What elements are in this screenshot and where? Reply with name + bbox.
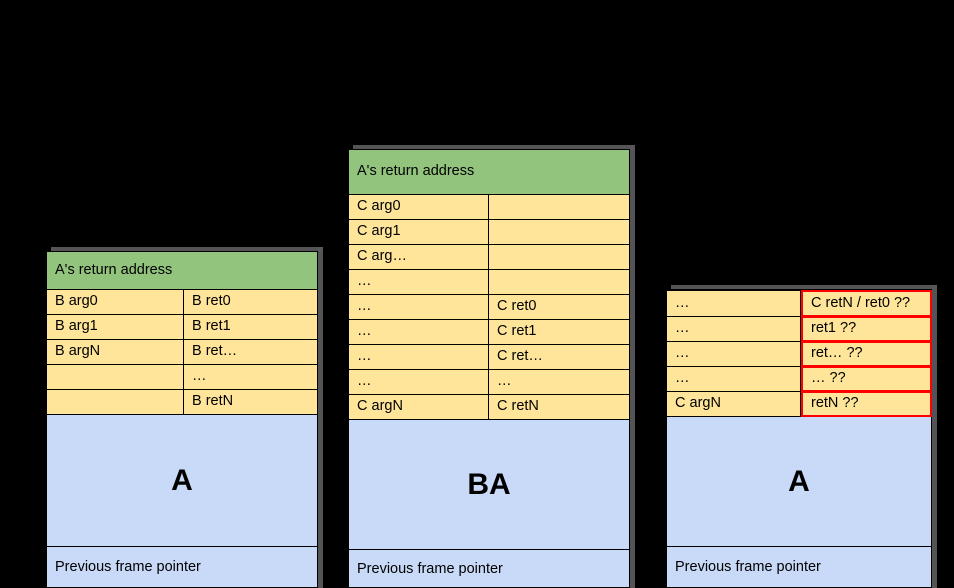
cell-arg: C argN — [349, 395, 489, 419]
cell-ret: B ret1 — [184, 315, 317, 339]
cell-arg: … — [349, 320, 489, 344]
cell-arg — [47, 390, 184, 414]
table-row: … C ret… — [348, 345, 630, 370]
cell-ret-unknown: C retN / ret0 ?? — [801, 290, 932, 317]
cell-arg: C arg… — [349, 245, 489, 269]
table-row: … ret1 ?? — [666, 316, 932, 342]
cell-ret: C retN — [489, 395, 629, 419]
table-row: B retN — [46, 390, 318, 415]
panel-a-previous-frame-pointer: Previous frame pointer — [46, 547, 318, 588]
panel-a-returns-previous-frame-pointer: Previous frame pointer — [666, 547, 932, 588]
table-row: … — [46, 365, 318, 390]
cell-ret: B retN — [184, 390, 317, 414]
cell-arg: B arg1 — [47, 315, 184, 339]
table-row: C argN C retN — [348, 395, 630, 420]
panel-ba-previous-frame-pointer: Previous frame pointer — [348, 550, 630, 588]
panel-a-shadow-right — [318, 247, 323, 588]
cell-ret — [489, 195, 629, 219]
cell-arg: … — [349, 295, 489, 319]
cell-arg: … — [667, 317, 801, 341]
cell-arg: C arg0 — [349, 195, 489, 219]
table-row: … — [348, 270, 630, 295]
table-row: … C ret1 — [348, 320, 630, 345]
panel-a-return-address-row: A's return address — [46, 251, 318, 290]
panel-a-returns-shadow-right — [932, 285, 937, 588]
cell-arg: … — [667, 342, 801, 366]
cell-ret-unknown: ret1 ?? — [801, 316, 932, 342]
cell-ret: B ret0 — [184, 290, 317, 314]
panel-a-returns-frame-body: A — [666, 417, 932, 547]
table-row: … … ?? — [666, 366, 932, 392]
panel-ba-shadow-top — [353, 145, 633, 150]
panel-ba-return-address-label: A's return address — [349, 150, 629, 194]
cell-ret-unknown: retN ?? — [801, 391, 932, 417]
table-row: B arg1 B ret1 — [46, 315, 318, 340]
table-row: … C retN / ret0 ?? — [666, 289, 932, 317]
panel-a-shadow-top — [51, 247, 323, 252]
table-row: … ret… ?? — [666, 341, 932, 367]
cell-ret: B ret… — [184, 340, 317, 364]
cell-ret-unknown: ret… ?? — [801, 341, 932, 367]
cell-ret: C ret1 — [489, 320, 629, 344]
table-row: … C ret0 — [348, 295, 630, 320]
cell-arg: … — [349, 370, 489, 394]
cell-arg: … — [667, 291, 801, 316]
cell-arg: … — [667, 367, 801, 391]
cell-ret: … — [489, 370, 629, 394]
cell-arg: … — [349, 270, 489, 294]
panel-a-returns-shadow-top — [671, 285, 937, 290]
panel-frame-a: A's return address B arg0 B ret0 B arg1 … — [46, 251, 318, 588]
cell-arg: C argN — [667, 392, 801, 416]
panel-frame-a-returns: … C retN / ret0 ?? … ret1 ?? … ret… ?? …… — [666, 289, 932, 588]
cell-ret — [489, 245, 629, 269]
cell-arg — [47, 365, 184, 389]
cell-arg: B arg0 — [47, 290, 184, 314]
cell-arg: C arg1 — [349, 220, 489, 244]
panel-a-return-address-label: A's return address — [47, 252, 317, 289]
cell-ret-unknown: … ?? — [801, 366, 932, 392]
panel-a-frame-body: A — [46, 415, 318, 547]
cell-ret: … — [184, 365, 317, 389]
table-row: … … — [348, 370, 630, 395]
panel-ba-return-address-row: A's return address — [348, 149, 630, 195]
panel-ba-frame-body: BA — [348, 420, 630, 550]
table-row: B argN B ret… — [46, 340, 318, 365]
table-row: B arg0 B ret0 — [46, 290, 318, 315]
panel-frame-ba: A's return address C arg0 C arg1 C arg… … — [348, 149, 630, 588]
table-row: C argN retN ?? — [666, 391, 932, 417]
table-row: C arg… — [348, 245, 630, 270]
cell-ret: C ret0 — [489, 295, 629, 319]
table-row: C arg1 — [348, 220, 630, 245]
cell-ret: C ret… — [489, 345, 629, 369]
table-row: C arg0 — [348, 195, 630, 220]
cell-ret — [489, 220, 629, 244]
cell-arg: … — [349, 345, 489, 369]
cell-arg: B argN — [47, 340, 184, 364]
cell-ret — [489, 270, 629, 294]
panel-ba-shadow-right — [630, 145, 635, 588]
